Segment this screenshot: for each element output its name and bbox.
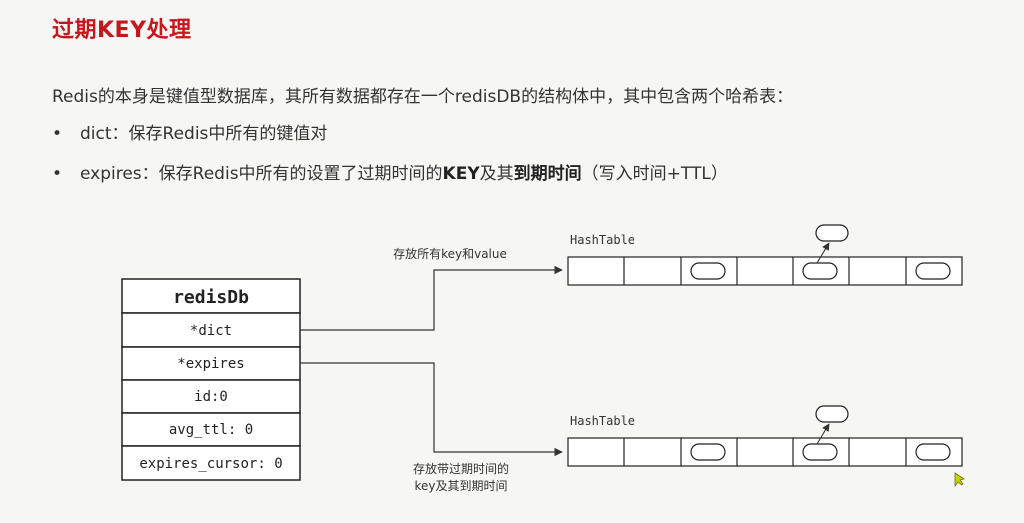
hashtable-dict-label: HashTable xyxy=(570,233,635,247)
hashtable-expires-label: HashTable xyxy=(570,414,635,428)
dict-note: 存放所有key和value xyxy=(393,246,507,261)
bullet-expires-prefix: expires：保存Redis中所有的设置了过期时间的 xyxy=(80,164,443,184)
entry-node xyxy=(802,443,838,461)
field-avg-ttl: avg_ttl: 0 xyxy=(169,422,253,438)
expires-note-line1: 存放带过期时间的 xyxy=(413,461,509,476)
entry-node xyxy=(690,443,726,461)
bullet-expires: • expires：保存Redis中所有的设置了过期时间的 KEY 及其 到期时… xyxy=(52,162,728,202)
bullet-expires-key: KEY xyxy=(442,164,480,184)
expires-connector xyxy=(300,362,563,457)
bullet-dict: • dict：保存Redis中所有的键值对 xyxy=(52,122,728,162)
field-expires-cursor: expires_cursor: 0 xyxy=(139,456,282,472)
expires-note-line2: key及其到期时间 xyxy=(414,479,507,493)
field-id: id:0 xyxy=(194,389,228,405)
dict-connector xyxy=(300,265,563,331)
bullet-expires-deadline: 到期时间 xyxy=(513,164,582,184)
chain-pointer xyxy=(816,242,830,264)
field-expires: *expires xyxy=(177,356,244,372)
bullet-expires-suffix: （写入时间+TTL） xyxy=(581,164,728,184)
entry-node xyxy=(915,443,951,461)
entry-node xyxy=(690,262,726,280)
bullet-dot: • xyxy=(52,124,63,144)
intro-text: Redis的本身是键值型数据库，其所有数据都存在一个redisDB的结构体中，其… xyxy=(52,87,794,107)
bullet-expires-middle: 及其 xyxy=(479,164,514,184)
entry-node xyxy=(915,262,951,280)
bullet-dict-text: dict：保存Redis中所有的键值对 xyxy=(80,124,328,144)
bullet-list: • dict：保存Redis中所有的键值对 • expires：保存Redis中… xyxy=(52,122,728,202)
struct-title: redisDb xyxy=(173,287,249,308)
chained-entry-node xyxy=(815,405,849,423)
entry-node xyxy=(802,262,838,280)
page-title: 过期KEY处理 xyxy=(52,18,192,43)
redisdb-struct: redisDb *dict *expires id:0 avg_ttl: 0 e… xyxy=(121,278,301,481)
chained-entry-node xyxy=(815,224,849,242)
field-dict: *dict xyxy=(190,323,232,339)
chain-pointer xyxy=(816,423,830,445)
mouse-cursor-icon xyxy=(954,472,965,488)
hashtable-expires: HashTable xyxy=(567,405,963,467)
hashtable-dict: HashTable xyxy=(567,224,963,286)
bullet-dot: • xyxy=(52,164,63,184)
